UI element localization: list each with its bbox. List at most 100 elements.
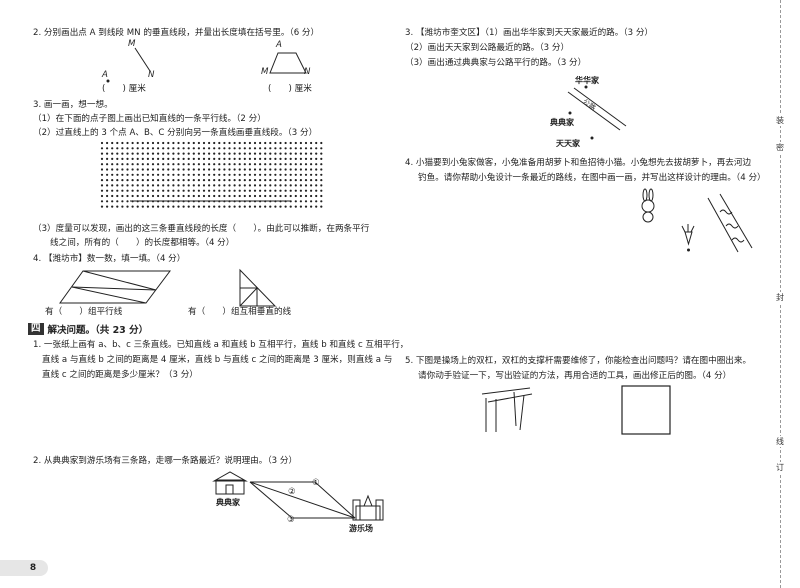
grid-dot [284, 157, 287, 160]
grid-dot [243, 163, 246, 166]
grid-dot [274, 147, 277, 150]
solve-1-line-1: 1. 一张纸上画有 a、b、c 三条直线。已知直线 a 和直线 b 互相平行，直… [33, 340, 409, 350]
grid-dot [238, 152, 241, 155]
grid-dot [223, 163, 226, 166]
grid-dot [136, 194, 139, 198]
grid-dot [121, 163, 124, 166]
length-blank-1[interactable]: ( ) 厘米 [102, 84, 146, 94]
grid-dot [172, 184, 175, 187]
grid-dot [126, 157, 129, 160]
trapezoid-figure-2 [269, 52, 307, 74]
grid-dot [151, 157, 155, 160]
grid-dot [320, 157, 323, 160]
grid-dot [320, 147, 323, 150]
grid-dot [106, 141, 109, 145]
grid-dot [177, 189, 180, 192]
grid-dot [269, 147, 272, 150]
grid-dot [208, 141, 211, 145]
grid-dot [208, 184, 211, 187]
grid-dot [289, 184, 292, 187]
grid-dot [126, 205, 129, 208]
grid-dot [274, 141, 277, 145]
grid-dot [136, 168, 139, 171]
grid-dot [177, 194, 180, 198]
grid-dot [289, 200, 292, 203]
grid-dot [136, 205, 139, 208]
grid-dot [243, 194, 246, 198]
section-badge: 四 [28, 323, 44, 335]
grid-dot [274, 189, 277, 192]
grid-dot [310, 200, 313, 203]
length-blank-2[interactable]: ( ) 厘米 [268, 84, 312, 94]
grid-dot [223, 173, 226, 176]
parallel-bars-figure [481, 387, 533, 432]
grid-dot [279, 189, 282, 192]
grid-dot [315, 157, 318, 160]
grid-dot [310, 163, 313, 166]
grid-dot [106, 147, 109, 150]
grid-dot [315, 163, 318, 166]
grid-dot [182, 194, 185, 198]
grid-dot [310, 184, 313, 187]
grid-dot [111, 141, 114, 145]
grid-dot [100, 163, 104, 166]
grid-dot [141, 179, 144, 182]
parallel-count-blank[interactable]: 有（ ）组平行线 [45, 307, 123, 317]
square-shape [621, 385, 671, 435]
grid-dot [141, 163, 144, 166]
page-number: 8 [29, 563, 37, 573]
label-a: A [102, 70, 108, 80]
grid-dot [228, 179, 231, 182]
grid-dot [243, 168, 246, 171]
grid-dot [253, 141, 257, 145]
grid-dot [131, 184, 134, 187]
grid-dot [248, 141, 251, 145]
grid-dot [320, 163, 323, 166]
grid-dot [121, 200, 124, 203]
rabbit-river-figure [641, 188, 753, 253]
grid-dot [289, 157, 292, 160]
grid-dot [167, 152, 170, 155]
dot-grid[interactable] [100, 141, 324, 209]
rabbit-icon [641, 188, 655, 223]
grid-dot [146, 184, 149, 187]
grid-dot [294, 194, 297, 198]
grid-dot [264, 173, 267, 176]
grid-dot [208, 152, 211, 155]
grid-dot [167, 179, 170, 182]
grid-dot [172, 157, 175, 160]
grid-dot [121, 179, 124, 182]
margin-char-zhuang: 装 [773, 115, 787, 126]
grid-dot [243, 157, 246, 160]
grid-dot [294, 173, 297, 176]
grid-dot [167, 189, 170, 192]
grid-dot [192, 168, 195, 171]
question-2-text: 2. 分别画出点 A 到线段 MN 的垂直线段，并量出长度填在括号里。（6 分） [33, 28, 320, 38]
grid-dot [146, 189, 149, 192]
grid-dot [111, 200, 114, 203]
grid-dot [228, 205, 231, 208]
grid-dot [253, 189, 257, 192]
grid-dot [238, 163, 241, 166]
grid-dot [167, 194, 170, 198]
river-icon [707, 193, 753, 253]
perpendicular-count-blank[interactable]: 有（ ）组互相垂直的线 [188, 307, 292, 317]
grid-dot [177, 141, 180, 145]
grid-dot [218, 194, 221, 198]
grid-dot [223, 168, 226, 171]
grid-dot [100, 189, 104, 192]
margin-char-ding: 订 [773, 462, 787, 473]
grid-dot [208, 189, 211, 192]
right-q5-line-2: 请你动手验证一下，写出验证的方法，再用合适的工具，画出修正后的图。（4 分） [418, 371, 732, 381]
grid-dot [248, 168, 251, 171]
grid-dot [202, 189, 206, 192]
grid-dot [233, 152, 236, 155]
grid-dot [187, 147, 190, 150]
grid-dot [279, 173, 282, 176]
grid-dot [299, 189, 302, 192]
grid-dot [146, 147, 149, 150]
margin-char-xian: 线 [773, 436, 787, 447]
square-figure[interactable] [620, 384, 672, 436]
grid-dot [223, 184, 226, 187]
grid-dot [146, 163, 149, 166]
